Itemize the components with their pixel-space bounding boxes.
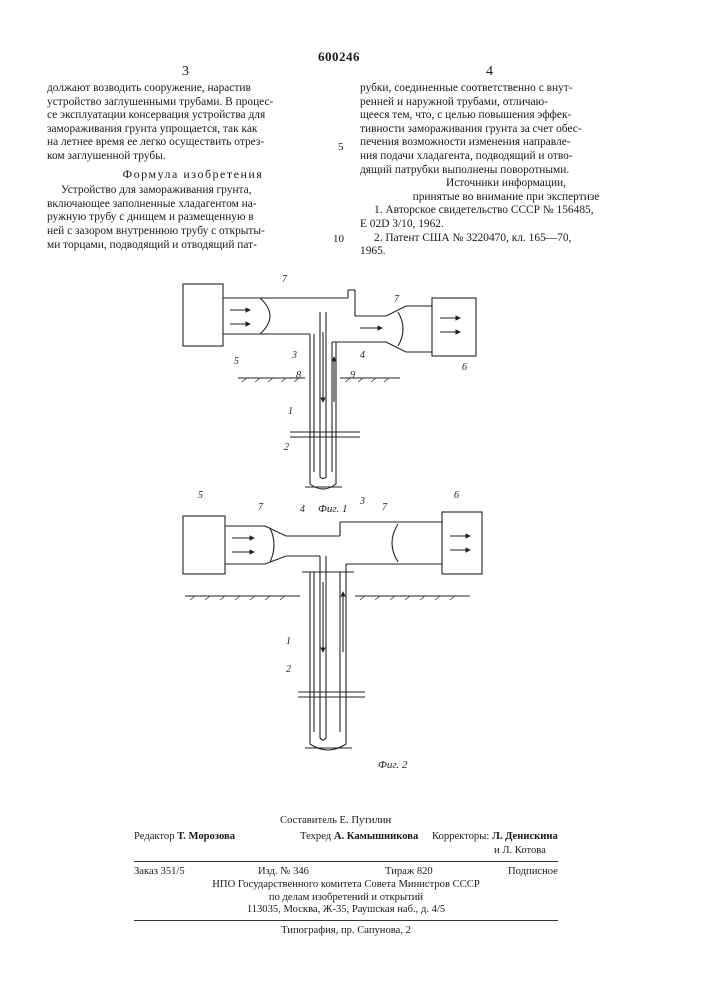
sources-subheading: принятые во внимание при экспертизе xyxy=(360,191,652,205)
fig1-label: 7 xyxy=(394,294,400,305)
circulation: Тираж 820 xyxy=(385,866,433,879)
publisher-address: 113035, Москва, Ж-35, Раушская наб., д. … xyxy=(134,904,558,917)
publisher-line: НПО Государственного комитета Совета Мин… xyxy=(134,879,558,892)
publisher-org: НПО Государственного комитета Совета Мин… xyxy=(134,879,558,917)
fig1-label: 2 xyxy=(284,442,289,453)
fig2-label: 5 xyxy=(198,490,203,501)
figure-2 xyxy=(183,512,482,750)
order-number: Заказ 351/5 xyxy=(134,866,185,879)
compiler-line: Составитель Е. Путилин xyxy=(280,815,391,826)
fig1-label: 9 xyxy=(350,370,355,381)
text-line: дящий патрубки выполнены поворотными. xyxy=(360,164,652,178)
text-line: тивности замораживания грунта за счет об… xyxy=(360,123,652,137)
right-column-number: 4 xyxy=(486,64,493,80)
left-column: должают возводить сооружение, нарастив у… xyxy=(47,82,339,252)
fig1-caption: Фиг. 1 xyxy=(318,503,348,515)
fig2-label: 2 xyxy=(286,664,291,675)
techred-line: Техред А. Камышникова xyxy=(300,831,418,842)
compiler: Составитель Е. Путилин xyxy=(280,815,391,826)
fig2-caption: Фиг. 2 xyxy=(378,759,408,771)
fig1-label: 8 xyxy=(296,370,301,381)
edition-number: Изд. № 346 xyxy=(258,866,309,879)
editor-name: Т. Морозова xyxy=(177,831,235,842)
corrector-2: и Л. Котова xyxy=(494,845,546,856)
editor-label: Редактор xyxy=(134,831,175,842)
text-line: ренней и наружной трубами, отличаю- xyxy=(360,96,652,110)
right-column: рубки, соединенные соответственно с внут… xyxy=(360,82,652,259)
printer: Типография, пр. Сапунова, 2 xyxy=(134,925,558,938)
fig1-label: 3 xyxy=(291,350,297,361)
technical-drawing: 7 7 3 4 5 6 8 9 1 2 Фиг. 1 5 6 7 4 3 7 1… xyxy=(150,272,510,782)
source-entry: 1. Авторское свидетельство СССР № 156485… xyxy=(360,204,652,218)
text-line: замораживания грунта упрощается, так как xyxy=(47,123,339,137)
divider xyxy=(134,861,558,862)
text-line: ми торцами, подводящий и отводящий пат- xyxy=(47,239,339,253)
figure-1 xyxy=(183,284,476,489)
text-line: должают возводить сооружение, нарастив xyxy=(47,82,339,96)
text-line: ружную трубу с днищем и размещенную в xyxy=(47,211,339,225)
correctors-label: Корректоры: xyxy=(432,831,489,842)
source-entry: 1965. xyxy=(360,245,652,259)
divider xyxy=(134,920,558,921)
formula-heading: Формула изобретения xyxy=(47,168,339,182)
text-line: на летнее время ее легко осуществить отр… xyxy=(47,136,339,150)
publisher-line: по делам изобретений и открытий xyxy=(134,892,558,905)
fig1-label: 4 xyxy=(360,350,365,361)
fig1-label: 1 xyxy=(288,406,293,417)
text-line: ком заглушенной трубы. xyxy=(47,150,339,164)
correctors-line: Корректоры: Л. Денискина xyxy=(432,831,558,842)
box-6 xyxy=(442,512,482,574)
techred-name: А. Камышникова xyxy=(334,831,418,842)
fig2-label: 1 xyxy=(286,636,291,647)
margin-line-number: 5 xyxy=(338,141,344,153)
editor-line: Редактор Т. Морозова xyxy=(134,831,235,842)
fig2-label: 7 xyxy=(258,502,264,513)
corrector-1: Л. Денискина xyxy=(492,831,558,842)
sources-heading: Источники информации, xyxy=(360,177,652,191)
fig2-label: 4 xyxy=(300,504,305,515)
text-line: рубки, соединенные соответственно с внут… xyxy=(360,82,652,96)
source-entry: Е 02D 3/10, 1962. xyxy=(360,218,652,232)
fig1-label: 7 xyxy=(282,274,288,285)
fig1-label: 5 xyxy=(234,356,239,367)
text-line: се эксплуатации консервация устройства д… xyxy=(47,109,339,123)
text-line: щееся тем, что, с целью повышения эффек- xyxy=(360,109,652,123)
text-line: печения возможности изменения направле- xyxy=(360,136,652,150)
source-entry: 2. Патент США № 3220470, кл. 165—70, xyxy=(360,232,652,246)
techred-label: Техред xyxy=(300,831,331,842)
text-line: ней с зазором внутреннюю трубу с открыты… xyxy=(47,225,339,239)
text-line: Устройство для замораживания грунта, xyxy=(47,184,339,198)
fig2-label: 3 xyxy=(359,496,365,507)
fig2-label: 6 xyxy=(454,490,459,501)
text-line: включающее заполненные хладагентом на- xyxy=(47,198,339,212)
fig2-label: 7 xyxy=(382,502,388,513)
box-5 xyxy=(183,516,225,574)
box-6 xyxy=(432,298,476,356)
patent-number: 600246 xyxy=(318,49,360,65)
left-column-number: 3 xyxy=(182,64,189,80)
box-5 xyxy=(183,284,223,346)
margin-line-number: 10 xyxy=(333,233,344,245)
text-line: ния подачи хладагента, подводящий и отво… xyxy=(360,150,652,164)
subscription: Подписное xyxy=(508,866,558,879)
text-line: устройство заглушенными трубами. В проце… xyxy=(47,96,339,110)
fig1-label: 6 xyxy=(462,362,467,373)
